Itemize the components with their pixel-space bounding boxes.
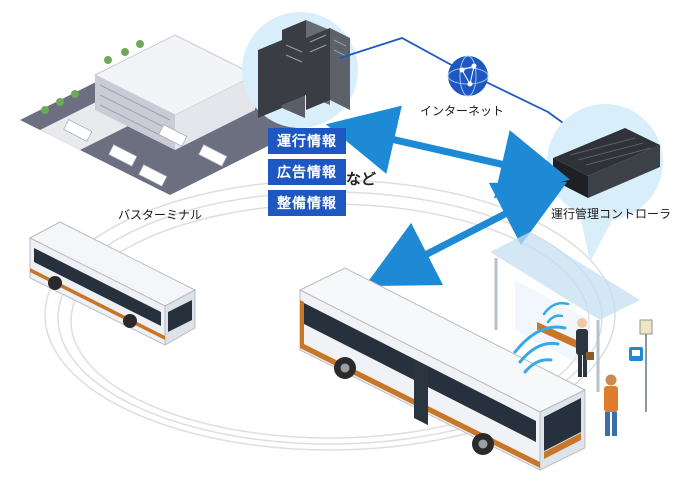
label-controller: 運行管理コントローラ [551, 207, 672, 221]
label-etc: など [346, 170, 377, 188]
globe-icon [447, 55, 489, 97]
arrow-server-controller [325, 105, 571, 199]
person-businessman [576, 318, 594, 377]
arrow-controller-bus [364, 181, 568, 287]
info-tag-advertising: 広告情報 [268, 159, 346, 185]
bus-terminal-illustration [20, 34, 300, 195]
wireless-signal-icon [513, 325, 567, 374]
bus-stop-shelter [490, 232, 653, 412]
server-bubble [242, 12, 358, 128]
label-bus-terminal: バスターミナル [118, 208, 203, 222]
info-tag-maintenance: 整備情報 [268, 190, 346, 216]
controller-box-icon [553, 128, 660, 198]
server-rack-icon [258, 20, 350, 118]
bus-stop-sign-icon [629, 347, 643, 361]
person-on-phone [604, 374, 618, 436]
info-tag-operation: 運行情報 [268, 128, 346, 154]
controller-bubble [547, 104, 663, 262]
shelter-wireless-icon [542, 301, 570, 324]
label-internet: インターネット [420, 104, 505, 118]
small-bus-illustration [28, 221, 197, 346]
large-bus-illustration [298, 267, 587, 471]
